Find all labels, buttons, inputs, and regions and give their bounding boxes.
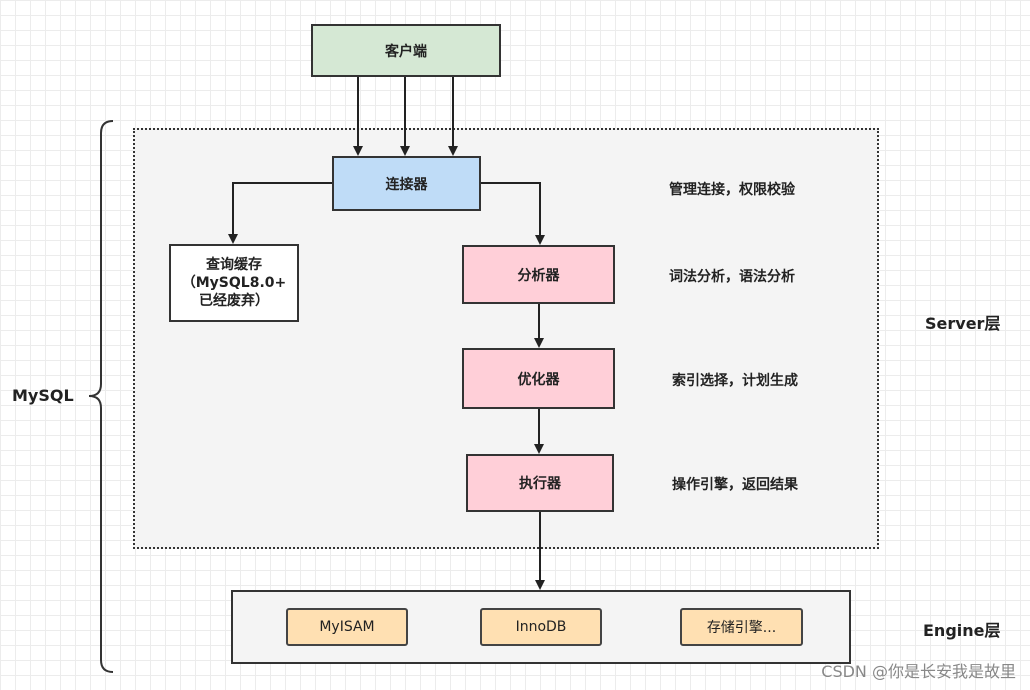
arrow-connector-cache (228, 182, 332, 244)
connector-label: 连接器 (385, 176, 428, 193)
engine-myisam-label: MyISAM (319, 619, 375, 635)
server-layer-label: Server层 (925, 314, 1001, 333)
mysql-brace (88, 120, 114, 673)
executor-node: 执行器 (466, 454, 614, 512)
mysql-label: MySQL (12, 386, 74, 405)
executor-description: 操作引擎，返回结果 (672, 477, 798, 493)
engine-innodb: InnoDB (480, 608, 602, 646)
analyzer-label: 分析器 (517, 267, 560, 284)
query-cache-line-1: 查询缓存 (206, 257, 262, 273)
optimizer-label: 优化器 (517, 371, 560, 388)
query-cache-line-3: 已经废弃） (199, 293, 269, 309)
connector-node: 连接器 (332, 156, 481, 211)
analyzer-node: 分析器 (462, 245, 615, 304)
query-cache-node: 查询缓存 （MySQL8.0+ 已经废弃） (169, 244, 299, 322)
engine-other-label: 存储引擎... (706, 620, 777, 636)
query-cache-line-2: （MySQL8.0+ (181, 275, 287, 291)
executor-label: 执行器 (519, 476, 561, 492)
connector-description: 管理连接，权限校验 (669, 182, 795, 198)
optimizer-node: 优化器 (462, 348, 615, 409)
engine-layer-label: Engine层 (923, 621, 1001, 640)
optimizer-description: 索引选择，计划生成 (672, 373, 798, 389)
client-node: 客户端 (311, 24, 501, 77)
engine-myisam: MyISAM (286, 608, 408, 646)
arrow-connector-analyzer (481, 182, 545, 245)
engine-innodb-label: InnoDB (515, 619, 567, 635)
client-label: 客户端 (385, 43, 427, 60)
engine-other: 存储引擎... (680, 608, 803, 646)
analyzer-description: 词法分析，语法分析 (669, 269, 795, 285)
watermark: CSDN @你是长安我是故里 (821, 662, 1016, 681)
